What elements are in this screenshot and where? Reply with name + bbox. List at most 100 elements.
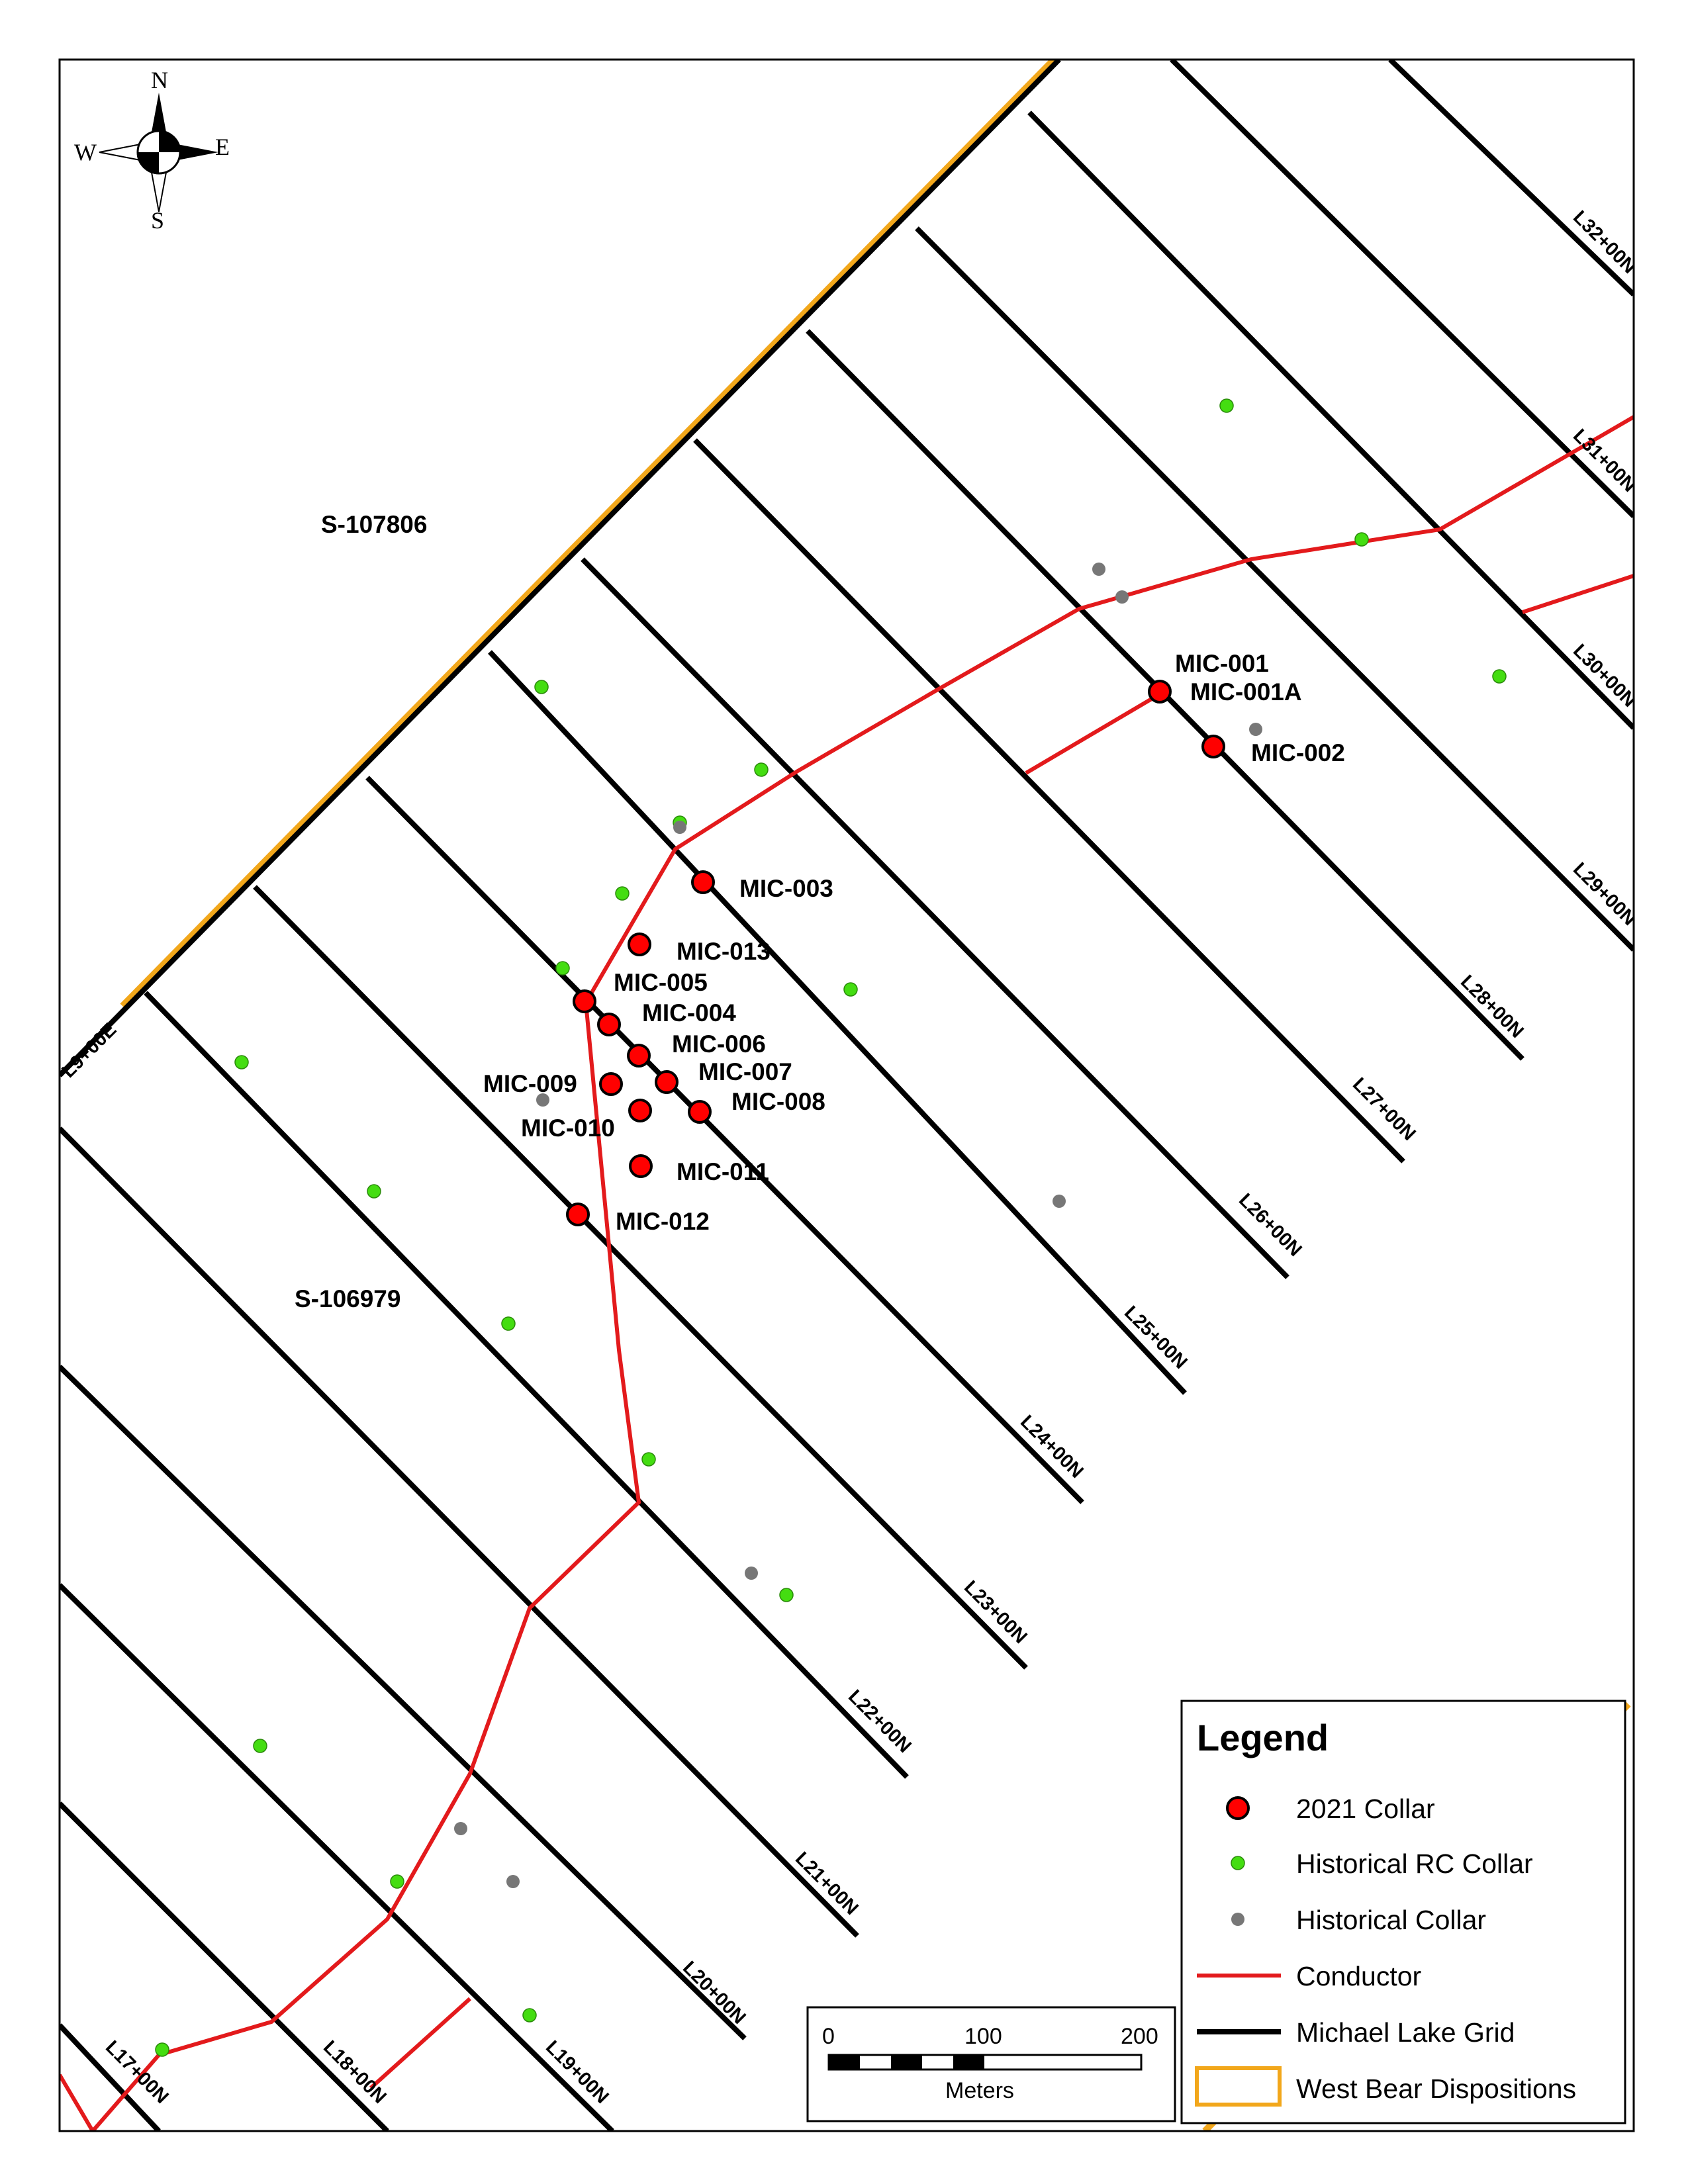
collar-label: MIC-008 xyxy=(731,1088,825,1115)
collar-2021-mic-010 xyxy=(628,1099,652,1122)
scale-bar: 0 100 200 Meters xyxy=(806,2006,1176,2122)
legend-label-conductor: Conductor xyxy=(1296,1961,1421,1991)
grid-line-l29 xyxy=(915,226,1634,952)
historical-rc-collar xyxy=(843,982,858,997)
historical-rc-collar xyxy=(534,680,549,694)
legend-label-historical-collar: Historical Collar xyxy=(1296,1905,1486,1935)
conductor-branch-a xyxy=(1025,691,1163,775)
historical-collar xyxy=(1249,723,1262,736)
collar-2021-mic-009 xyxy=(599,1072,623,1096)
legend-label-michael-lake-grid: Michael Lake Grid xyxy=(1296,2017,1515,2048)
historical-collar xyxy=(454,1822,467,1835)
historical-collar xyxy=(506,1875,520,1888)
collar-2021-mic-011 xyxy=(629,1154,653,1178)
collar-2021-mic-005 xyxy=(573,989,596,1013)
scale-tick-label: 0 xyxy=(822,2024,835,2049)
scale-tick-label: 100 xyxy=(964,2024,1002,2049)
historical-rc-collar xyxy=(522,2008,537,2023)
grid-line-l20 xyxy=(60,1365,747,2040)
conductor-branch-d xyxy=(60,2073,95,2131)
collar-label: MIC-010 xyxy=(521,1115,615,1142)
collar-label: MIC-001 xyxy=(1175,650,1269,677)
legend-symbol-historical-collar xyxy=(1231,1913,1244,1926)
scale-tick-label: 200 xyxy=(1121,2024,1158,2049)
collar-2021-mic-004 xyxy=(597,1013,621,1036)
claim-label-s-107806: S-107806 xyxy=(321,511,427,538)
legend-label-west-bear-dispositions: West Bear Dispositions xyxy=(1296,2073,1576,2104)
conductor-main xyxy=(91,415,1634,2131)
grid-line-l31 xyxy=(1170,60,1634,518)
conductor-branch-b xyxy=(1522,574,1634,614)
historical-rc-collar xyxy=(641,1452,656,1467)
historical-rc-collar xyxy=(555,961,570,976)
historical-rc-collar xyxy=(390,1874,404,1889)
historical-rc-collar xyxy=(253,1739,267,1753)
grid-line-l25 xyxy=(488,650,1187,1395)
compass-label-n: N xyxy=(151,67,168,93)
conductors xyxy=(60,415,1634,2131)
collar-2021-mic-012 xyxy=(566,1203,590,1226)
grid-line-l30 xyxy=(1027,111,1634,730)
grid-line-l24 xyxy=(365,776,1084,1504)
collar-label: MIC-009 xyxy=(483,1070,577,1097)
collar-2021-mic-008 xyxy=(688,1100,712,1124)
historical-rc-collar xyxy=(155,2042,169,2057)
grid-line-l22 xyxy=(144,991,909,1779)
collar-2021-mic-013 xyxy=(628,933,651,956)
historical-rc-collars xyxy=(155,398,1507,2057)
claim-label-s-106979: S-106979 xyxy=(295,1285,400,1312)
collars-2021 xyxy=(566,680,1225,1226)
collar-label: MIC-001A xyxy=(1190,678,1302,705)
compass-point-north xyxy=(151,93,167,136)
collar-label: MIC-002 xyxy=(1251,739,1345,766)
legend-symbol-west-bear-dispositions xyxy=(1195,2066,1282,2107)
historical-collar xyxy=(1115,590,1129,604)
historical-rc-collar xyxy=(779,1588,794,1602)
grid-line-l32 xyxy=(1388,60,1634,296)
legend-label-2021-collar: 2021 Collar xyxy=(1296,1794,1435,1824)
compass-point-east xyxy=(177,144,218,160)
legend-box xyxy=(1180,1700,1626,2124)
historical-collar xyxy=(673,821,686,834)
historical-rc-collar xyxy=(1219,398,1234,413)
collar-2021-mic-002 xyxy=(1201,735,1225,758)
historical-collar xyxy=(1053,1195,1066,1208)
legend-label-historical-rc-collar: Historical RC Collar xyxy=(1296,1848,1533,1879)
historical-rc-collar xyxy=(615,886,630,901)
historical-rc-collar xyxy=(367,1184,381,1199)
collar-label: MIC-003 xyxy=(739,875,833,902)
collar-label: MIC-006 xyxy=(672,1030,766,1058)
collar-label: MIC-011 xyxy=(677,1158,769,1185)
collar-2021-mic-003 xyxy=(691,870,715,894)
grid-line-l21 xyxy=(60,1126,859,1938)
compass-label-w: W xyxy=(74,139,97,165)
grid-line-l27 xyxy=(693,438,1405,1163)
historical-rc-collar xyxy=(234,1055,249,1069)
north-arrow: N S W E xyxy=(74,67,230,234)
grid-line-l23 xyxy=(253,885,1028,1670)
historical-collars xyxy=(454,563,1262,1888)
legend: Legend 2021 Collar Historical RC Collar … xyxy=(1180,1700,1626,2124)
collar-label: MIC-007 xyxy=(698,1058,792,1085)
collar-2021-mic-001 xyxy=(1148,680,1172,704)
grid-line-l17 xyxy=(60,2023,161,2131)
historical-rc-collar xyxy=(754,762,769,777)
grid-line-l19 xyxy=(60,1583,614,2131)
grid-baseline xyxy=(60,60,1061,1077)
compass-label-e: E xyxy=(215,134,230,160)
historical-collar xyxy=(745,1567,758,1580)
west-bear-disposition-boundary xyxy=(120,60,1056,1009)
collar-label: MIC-013 xyxy=(677,938,771,965)
collar-label: MIC-004 xyxy=(642,999,736,1026)
collar-labels: MIC-001 MIC-001A MIC-002 MIC-003 MIC-013… xyxy=(483,650,1345,1235)
historical-rc-collar xyxy=(1492,669,1507,684)
collar-2021-mic-007 xyxy=(655,1070,679,1094)
map-frame xyxy=(58,58,1635,2132)
collar-label: MIC-012 xyxy=(616,1208,710,1235)
historical-rc-collar xyxy=(501,1316,516,1331)
legend-symbol-historical-rc-collar xyxy=(1231,1856,1245,1870)
legend-title: Legend xyxy=(1197,1717,1329,1758)
historical-collar xyxy=(536,1093,549,1107)
grid-line-l18 xyxy=(60,1801,389,2131)
collar-2021-mic-006 xyxy=(627,1044,651,1068)
